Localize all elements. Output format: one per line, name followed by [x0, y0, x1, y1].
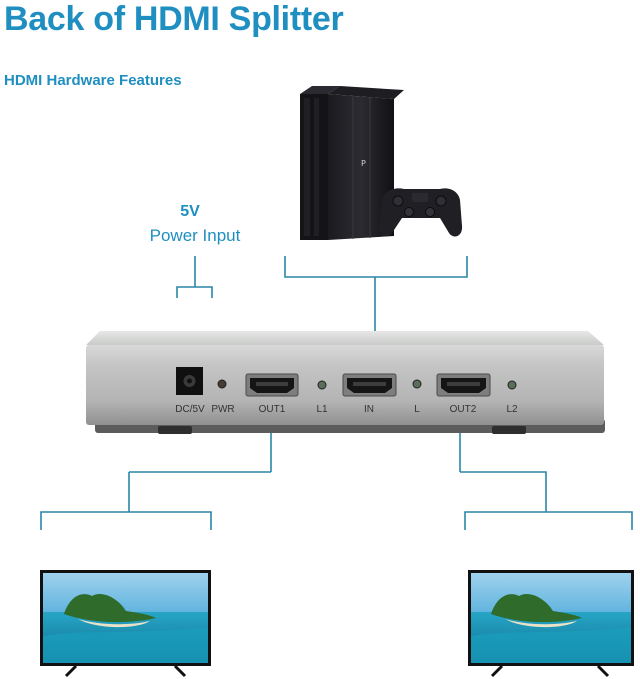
- right-tv-icon: [468, 570, 634, 678]
- hdmi-out1-port-icon: [245, 373, 299, 397]
- out1-port-label: OUT1: [259, 404, 286, 415]
- page-title: Back of HDMI Splitter: [4, 0, 344, 38]
- l-led-icon: [412, 379, 422, 389]
- l1-port-label: L1: [316, 404, 328, 415]
- in-port-label: IN: [364, 404, 374, 415]
- power-voltage-label: 5V: [180, 203, 200, 220]
- hdmi-in-port-icon: [342, 373, 397, 397]
- game-console-icon: P: [300, 86, 404, 240]
- power-input-label: Power Input: [149, 226, 241, 245]
- pwr-led-icon: [217, 379, 227, 389]
- out2-port-label: OUT2: [450, 404, 477, 415]
- section-subtitle: HDMI Hardware Features: [4, 72, 182, 89]
- hdmi-out2-port-icon: [436, 373, 491, 397]
- svg-text:P: P: [361, 159, 366, 168]
- hdmi-splitter-device: DC/5V PWR OUT1 L1 IN L OUT2 L2: [86, 331, 605, 434]
- dc-port-label: DC/5V: [175, 404, 205, 415]
- l-port-label: L: [414, 404, 420, 415]
- connector-lines: [40, 256, 633, 530]
- l1-led-icon: [317, 380, 327, 390]
- left-tv-icon: [40, 570, 211, 678]
- l2-port-label: L2: [506, 404, 518, 415]
- game-controller-icon: [378, 188, 463, 237]
- l2-led-icon: [507, 380, 517, 390]
- pwr-port-label: PWR: [211, 404, 234, 415]
